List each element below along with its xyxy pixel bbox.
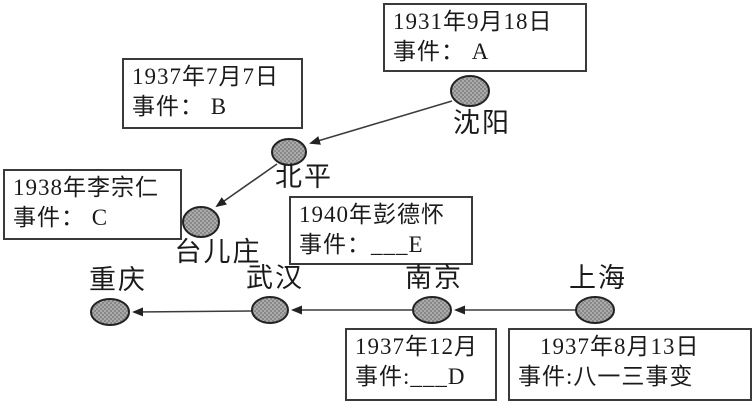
chongqing-dot xyxy=(90,298,130,326)
event-b-date: 1937年7月7日 xyxy=(132,64,279,89)
event-box-f: 1937年8月13日 事件:八一三事变 xyxy=(508,328,752,401)
wuhan-dot xyxy=(251,296,289,324)
event-a-date: 1931年9月18日 xyxy=(393,9,553,34)
event-a-label: 事件： A xyxy=(393,39,490,64)
event-d-label: 事件:___D xyxy=(355,364,466,389)
event-box-d: 1937年12月 事件:___D xyxy=(345,328,497,401)
beiping-dot xyxy=(271,138,307,166)
event-c-label: 事件： C xyxy=(13,205,109,230)
event-box-c: 1938年李宗仁 事件： C xyxy=(3,169,182,240)
shanghai-dot xyxy=(575,296,615,324)
event-b-label: 事件： B xyxy=(132,94,228,119)
arrow-wuhan-to-chongqing xyxy=(132,307,253,317)
taierzhuang-label: 台儿庄 xyxy=(174,237,262,267)
event-f-label: 事件:八一三事变 xyxy=(518,364,694,389)
chongqing-label: 重庆 xyxy=(89,265,147,295)
event-f-date: 1937年8月13日 xyxy=(540,334,700,359)
shanghai-label: 上海 xyxy=(569,263,627,293)
nanjing-label: 南京 xyxy=(405,263,463,293)
arrow-shenyang-to-beiping xyxy=(309,100,453,145)
event-e-date: 1940年彭德怀 xyxy=(299,202,445,227)
event-box-b: 1937年7月7日 事件： B xyxy=(122,58,303,129)
event-box-e: 1940年彭德怀 事件：___E xyxy=(289,196,473,265)
shenyang-label: 沈阳 xyxy=(453,108,511,138)
event-c-date: 1938年李宗仁 xyxy=(13,175,159,200)
nanjing-dot xyxy=(412,296,452,324)
shenyang-dot xyxy=(450,75,490,107)
beiping-label: 北平 xyxy=(275,162,333,192)
taierzhuang-dot xyxy=(182,206,220,238)
event-d-date: 1937年12月 xyxy=(355,334,478,359)
wuhan-label: 武汉 xyxy=(246,263,304,293)
event-box-a: 1931年9月18日 事件： A xyxy=(383,3,587,72)
arrow-beiping-to-taierzhuang xyxy=(215,163,278,208)
event-e-label: 事件：___E xyxy=(299,232,424,257)
